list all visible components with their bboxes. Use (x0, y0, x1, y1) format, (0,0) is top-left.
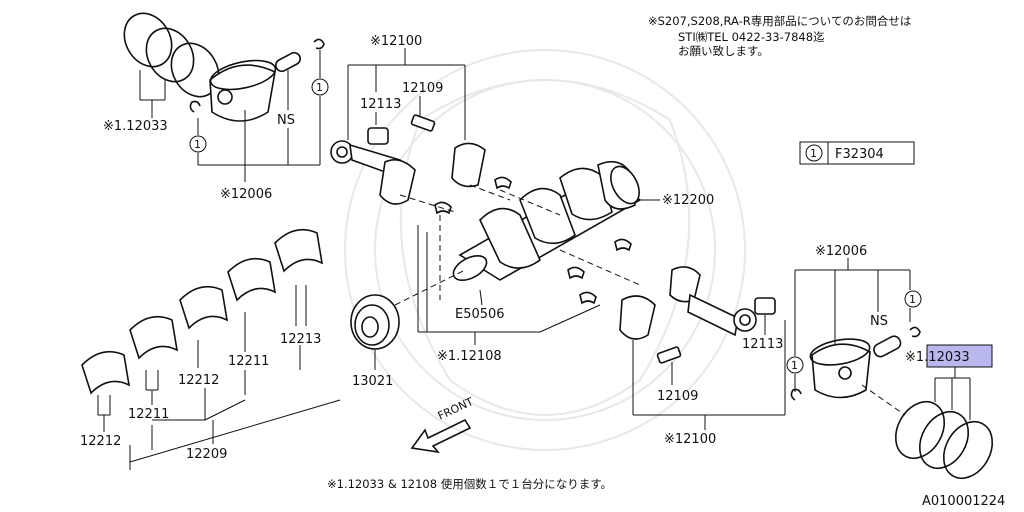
piston-pin-left (275, 51, 301, 73)
crankshaft (452, 160, 642, 282)
piston-right (809, 338, 871, 399)
label-ns-left: NS (277, 113, 295, 128)
watermark-emblem (344, 49, 746, 451)
circle-marker-1d-text: 1 (791, 359, 798, 372)
label-12100-top: ※12100 (370, 34, 422, 49)
leader-lines-12100-bottom (632, 315, 786, 430)
label-12211-b: 12211 (128, 407, 169, 422)
label-12212-a: 12212 (178, 373, 219, 388)
label-front: FRONT (436, 395, 476, 423)
label-12200: ※12200 (662, 193, 714, 208)
crank-sprocket (350, 294, 400, 350)
front-arrow-icon (410, 418, 472, 454)
circle-marker-1b-text: 1 (194, 138, 201, 151)
piston-rings-right (894, 400, 994, 480)
label-13021: 13021 (352, 374, 393, 389)
circle-marker-1c (904, 290, 922, 308)
circle-marker-1c-text: 1 (909, 293, 916, 306)
snap-ring-right (790, 326, 921, 401)
label-12212-b: 12212 (80, 434, 121, 449)
label-12109-top: 12109 (402, 81, 443, 96)
circle-marker-1b (189, 135, 207, 153)
label-12108: ※1.12108 (437, 349, 502, 364)
highlight-12033 (926, 344, 993, 368)
label-12213: 12213 (280, 332, 321, 347)
footnote: ※1.12033 & 12108 使用個数１で１台分になります。 (327, 477, 612, 491)
piston-pin-right (873, 335, 902, 358)
crank-bearings (434, 176, 632, 305)
label-12033-left: ※1.12033 (103, 119, 168, 134)
document-id: A010001224 (922, 494, 1005, 509)
leader-lines-bearings (97, 285, 341, 470)
label-e50506: E50506 (455, 307, 505, 322)
piston-rings-left (123, 12, 220, 98)
label-12209: 12209 (186, 447, 227, 462)
label-12109-bottom: 12109 (657, 389, 698, 404)
legend-number: 1 (810, 147, 817, 160)
label-12100-bottom: ※12100 (664, 432, 716, 447)
notice-line-2: STI㈱TEL 0422-33-7848迄 (678, 30, 825, 44)
leader-lines-left (139, 50, 321, 182)
legend-box (799, 141, 915, 165)
connecting-rod-bottom (619, 266, 776, 364)
piston-left (209, 59, 277, 122)
label-12033-right: ※1.12033 (905, 350, 970, 365)
snap-ring-left (189, 38, 325, 113)
bracket-12108 (417, 225, 601, 345)
label-12006-left: ※12006 (220, 187, 272, 202)
label-12113-right: 12113 (742, 337, 783, 352)
circle-marker-1a (311, 78, 329, 96)
leader-lines-12100-top (347, 48, 466, 140)
notice-line-1: ※S207,S208,RA-R専用部品についてのお問合せは (648, 14, 911, 28)
label-12211-a: 12211 (228, 354, 269, 369)
leader-lines-12006-right (794, 258, 911, 392)
label-12113-top: 12113 (360, 97, 401, 112)
circle-marker-1d (786, 356, 804, 374)
notice-line-3: お願い致します。 (678, 44, 769, 58)
legend-code: F32304 (835, 147, 884, 162)
circle-marker-1a-text: 1 (316, 81, 323, 94)
main-bearing-set (81, 228, 324, 395)
label-12006-right: ※12006 (815, 244, 867, 259)
label-ns-right: NS (870, 314, 888, 329)
connecting-rod-top (330, 114, 486, 205)
leader-lines-rings-right (934, 367, 971, 420)
